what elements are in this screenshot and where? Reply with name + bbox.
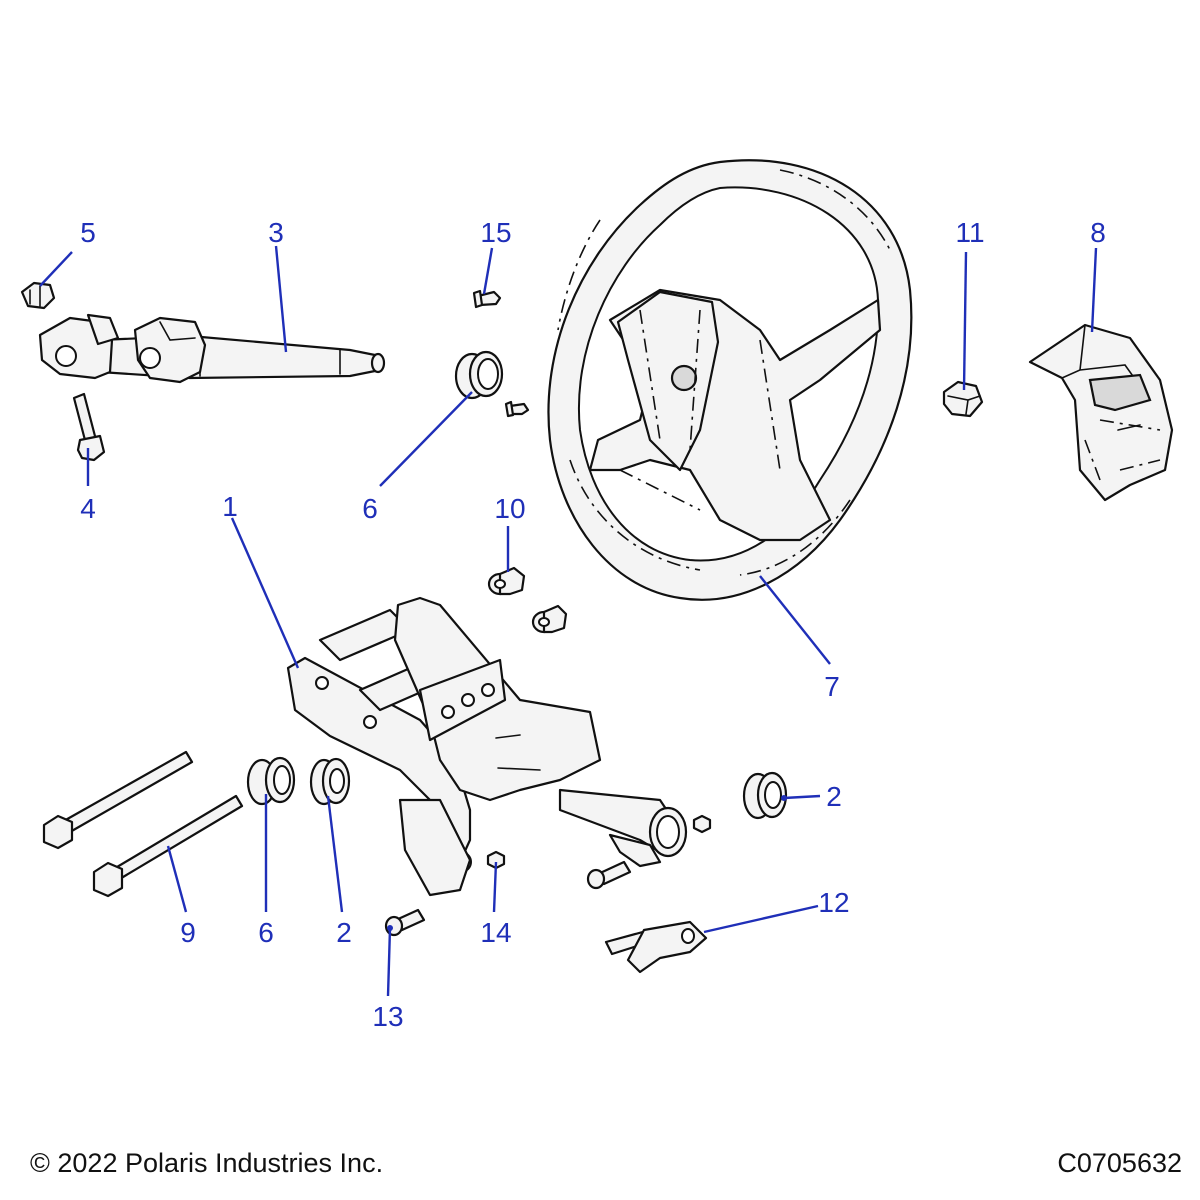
part-1-column-bracket — [286, 596, 688, 897]
leader-lines — [39, 245, 1098, 997]
callout-14: 14 — [480, 917, 511, 948]
part-11-nut — [942, 380, 984, 418]
callout-labels: 5 3 4 15 6 10 7 11 8 1 2 9 6 2 14 13 12 — [80, 217, 1106, 1032]
part-8-wheel-cover — [1028, 323, 1174, 502]
callout-4: 4 — [80, 493, 96, 524]
callout-1: 1 — [222, 491, 238, 522]
part-14-nuts — [486, 814, 712, 870]
part-7-steering-wheel — [547, 159, 913, 601]
callout-6-upper: 6 — [362, 493, 378, 524]
part-9-long-bolts — [42, 750, 244, 898]
part-6-bushing-lower — [246, 756, 296, 806]
callout-2-left: 2 — [336, 917, 352, 948]
part-10-grommets — [487, 566, 568, 634]
part-3-steering-shaft — [38, 313, 386, 384]
part-4-bolt — [72, 392, 106, 462]
callout-9: 9 — [180, 917, 196, 948]
part-15-screw — [472, 289, 502, 309]
callout-7: 7 — [824, 671, 840, 702]
part-6-bushing-upper — [454, 350, 504, 400]
callout-8: 8 — [1090, 217, 1106, 248]
callout-2-right: 2 — [826, 781, 842, 812]
part-2-bearing-right — [742, 771, 788, 820]
figure-id: C0705632 — [1057, 1148, 1182, 1178]
callout-11: 11 — [955, 217, 984, 248]
part-12-tilt-lever — [604, 920, 708, 974]
callout-6-lower: 6 — [258, 917, 274, 948]
callout-3: 3 — [268, 217, 284, 248]
part-2-bearing-left — [309, 757, 351, 806]
callout-10: 10 — [494, 493, 525, 524]
part-5-cap-nut — [20, 281, 56, 310]
callout-12: 12 — [818, 887, 849, 918]
part-small-pin — [504, 400, 530, 418]
copyright-text: © 2022 Polaris Industries Inc. — [30, 1148, 384, 1178]
callout-13: 13 — [372, 1001, 403, 1032]
callout-15: 15 — [480, 217, 511, 248]
callout-5: 5 — [80, 217, 96, 248]
